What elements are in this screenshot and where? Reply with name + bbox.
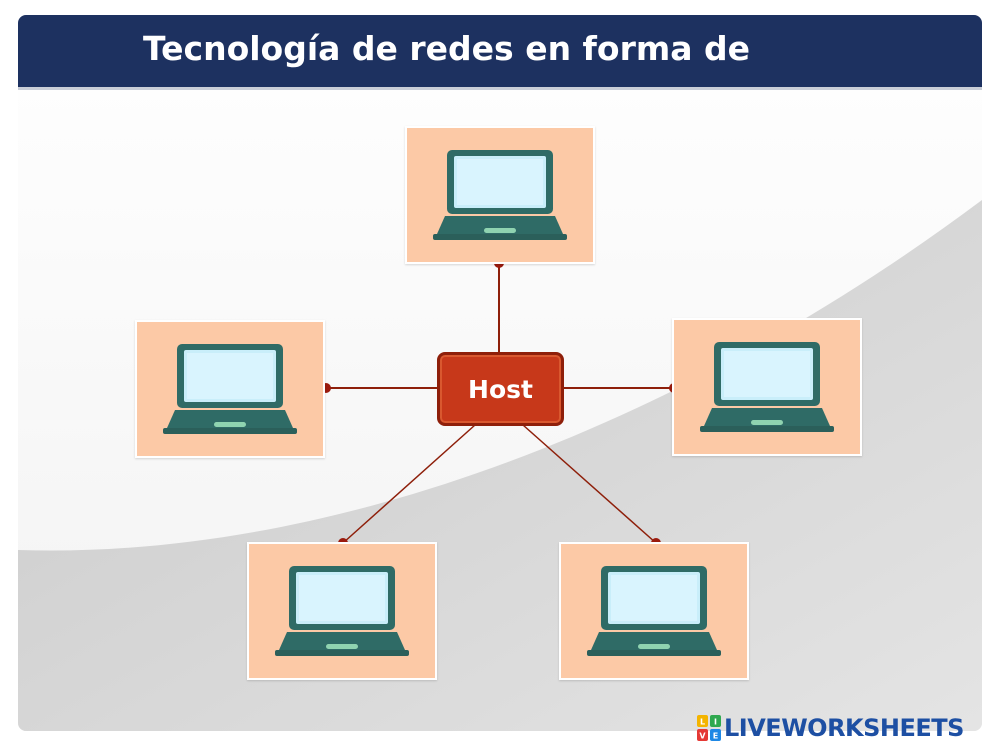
laptop-icon [433,150,567,240]
node-bottom-right [559,542,749,680]
link-bottom-right [522,424,657,544]
svg-text:E: E [713,732,718,741]
svg-text:I: I [714,718,717,727]
node-right [672,318,862,456]
node-bottom-left [247,542,437,680]
link-bottom-left [342,424,476,544]
laptop-icon [275,566,409,656]
host-label: Host [468,374,533,404]
node-top [405,126,595,264]
title-bar: Tecnología de redes en forma de [18,15,982,90]
node-left [135,320,325,458]
liveworksheets-logo-icon: L I V E [697,715,721,741]
laptop-icon [163,344,297,434]
page-title: Tecnología de redes en forma de [143,29,751,68]
laptop-icon [587,566,721,656]
svg-text:V: V [699,732,706,741]
brand-text: LIVEWORKSHEETS [724,714,964,742]
svg-text:L: L [700,718,705,727]
liveworksheets-brand: L I V E LIVEWORKSHEETS [697,714,964,742]
host-node: Host [437,352,564,426]
slide: Tecnología de redes en forma de [18,15,982,731]
laptop-icon [700,342,834,432]
